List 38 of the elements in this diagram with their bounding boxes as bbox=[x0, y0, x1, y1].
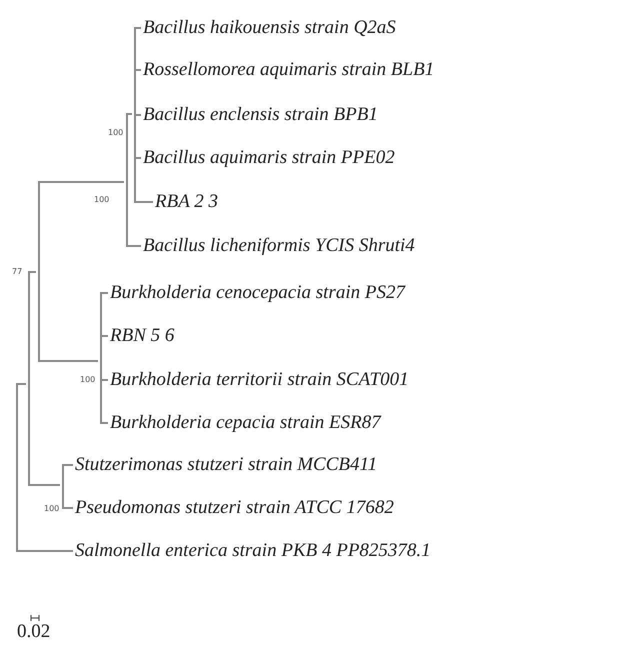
taxon-label: RBN 5 6 bbox=[110, 325, 174, 347]
tree-branch bbox=[136, 201, 153, 203]
tree-branch bbox=[128, 245, 141, 247]
tree-branch bbox=[64, 507, 73, 509]
tree-branch bbox=[64, 464, 73, 466]
taxon-label: Rossellomorea aquimaris strain BLB1 bbox=[143, 59, 434, 81]
tree-branch bbox=[136, 69, 141, 71]
taxon-label: Burkholderia cenocepacia strain PS27 bbox=[110, 282, 405, 304]
tree-branch bbox=[30, 271, 36, 273]
bootstrap-value: 77 bbox=[12, 267, 22, 277]
taxon-label: Salmonella enterica strain PKB 4 PP825378.1 bbox=[75, 540, 431, 562]
tree-branch bbox=[102, 335, 108, 337]
bootstrap-value: 100 bbox=[80, 375, 96, 385]
taxon-label: Bacillus haikouensis strain Q2aS bbox=[143, 17, 396, 39]
tree-branch bbox=[102, 422, 108, 424]
tree-branch bbox=[136, 157, 141, 159]
tree-branch bbox=[40, 181, 124, 183]
taxon-label: Bacillus enclensis strain BPB1 bbox=[143, 104, 378, 126]
bootstrap-value: 100 bbox=[44, 504, 60, 514]
tree-branch bbox=[18, 550, 73, 552]
tree-branch bbox=[102, 379, 108, 381]
tree-branch bbox=[136, 114, 141, 116]
bootstrap-value: 100 bbox=[108, 128, 124, 138]
tree-branch bbox=[136, 27, 141, 29]
tree-branch bbox=[30, 484, 60, 486]
taxon-label: Burkholderia cepacia strain ESR87 bbox=[110, 412, 381, 434]
taxon-label: Burkholderia territorii strain SCAT001 bbox=[110, 369, 409, 391]
tree-branch bbox=[102, 292, 108, 294]
tree-branch bbox=[18, 383, 26, 385]
tree-branch bbox=[40, 360, 98, 362]
scale-value: 0.02 bbox=[17, 622, 50, 642]
taxon-label: Bacillus aquimaris strain PPE02 bbox=[143, 147, 395, 169]
tree-branch bbox=[128, 113, 132, 115]
taxon-label: Pseudomonas stutzeri strain ATCC 17682 bbox=[75, 497, 394, 519]
taxon-label: Stutzerimonas stutzeri strain MCCB411 bbox=[75, 454, 378, 476]
bootstrap-value: 100 bbox=[94, 195, 110, 205]
taxon-label: RBA 2 3 bbox=[155, 191, 218, 213]
taxon-label: Bacillus licheniformis YCIS Shruti4 bbox=[143, 235, 415, 257]
